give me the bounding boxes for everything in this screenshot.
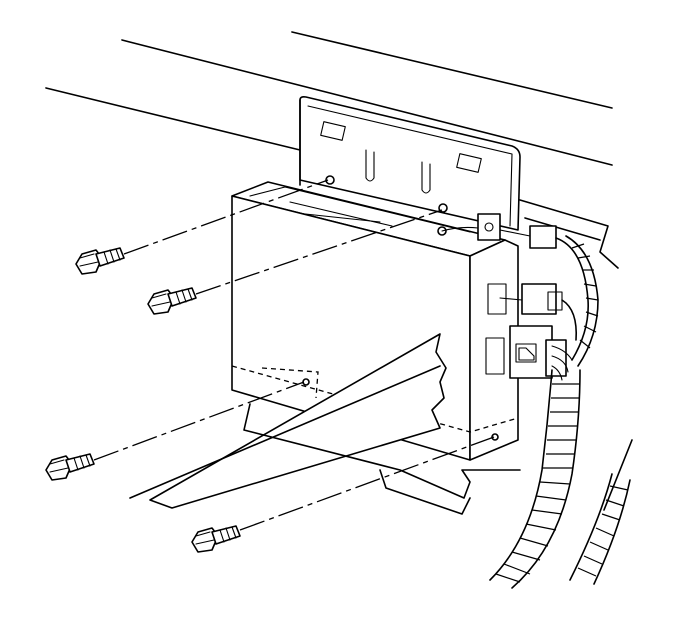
bolt-upper-middle — [147, 287, 197, 315]
bolt-lower-left — [45, 453, 95, 481]
alignment-lines — [93, 179, 495, 531]
electrical-connectors — [441, 213, 567, 379]
wiring-harness — [489, 235, 633, 589]
mounting-bracket — [299, 96, 521, 231]
bracket-slot-left — [320, 121, 346, 141]
mount-hole-1 — [325, 175, 335, 185]
connector-middle-body — [521, 283, 557, 315]
support-plate — [129, 333, 521, 515]
connector-top — [441, 213, 557, 249]
module-socket-lower — [485, 337, 505, 375]
bolt-lower-middle — [191, 525, 241, 553]
bolt-upper-left — [75, 247, 125, 275]
body-panel-lines — [45, 31, 619, 269]
connector-middle — [499, 283, 563, 315]
connector-top-body — [477, 213, 501, 241]
connector-bottom — [509, 325, 567, 379]
mount-hole-5 — [491, 433, 499, 441]
connector-top-plug — [529, 225, 557, 249]
bracket-slot-right — [456, 153, 482, 173]
